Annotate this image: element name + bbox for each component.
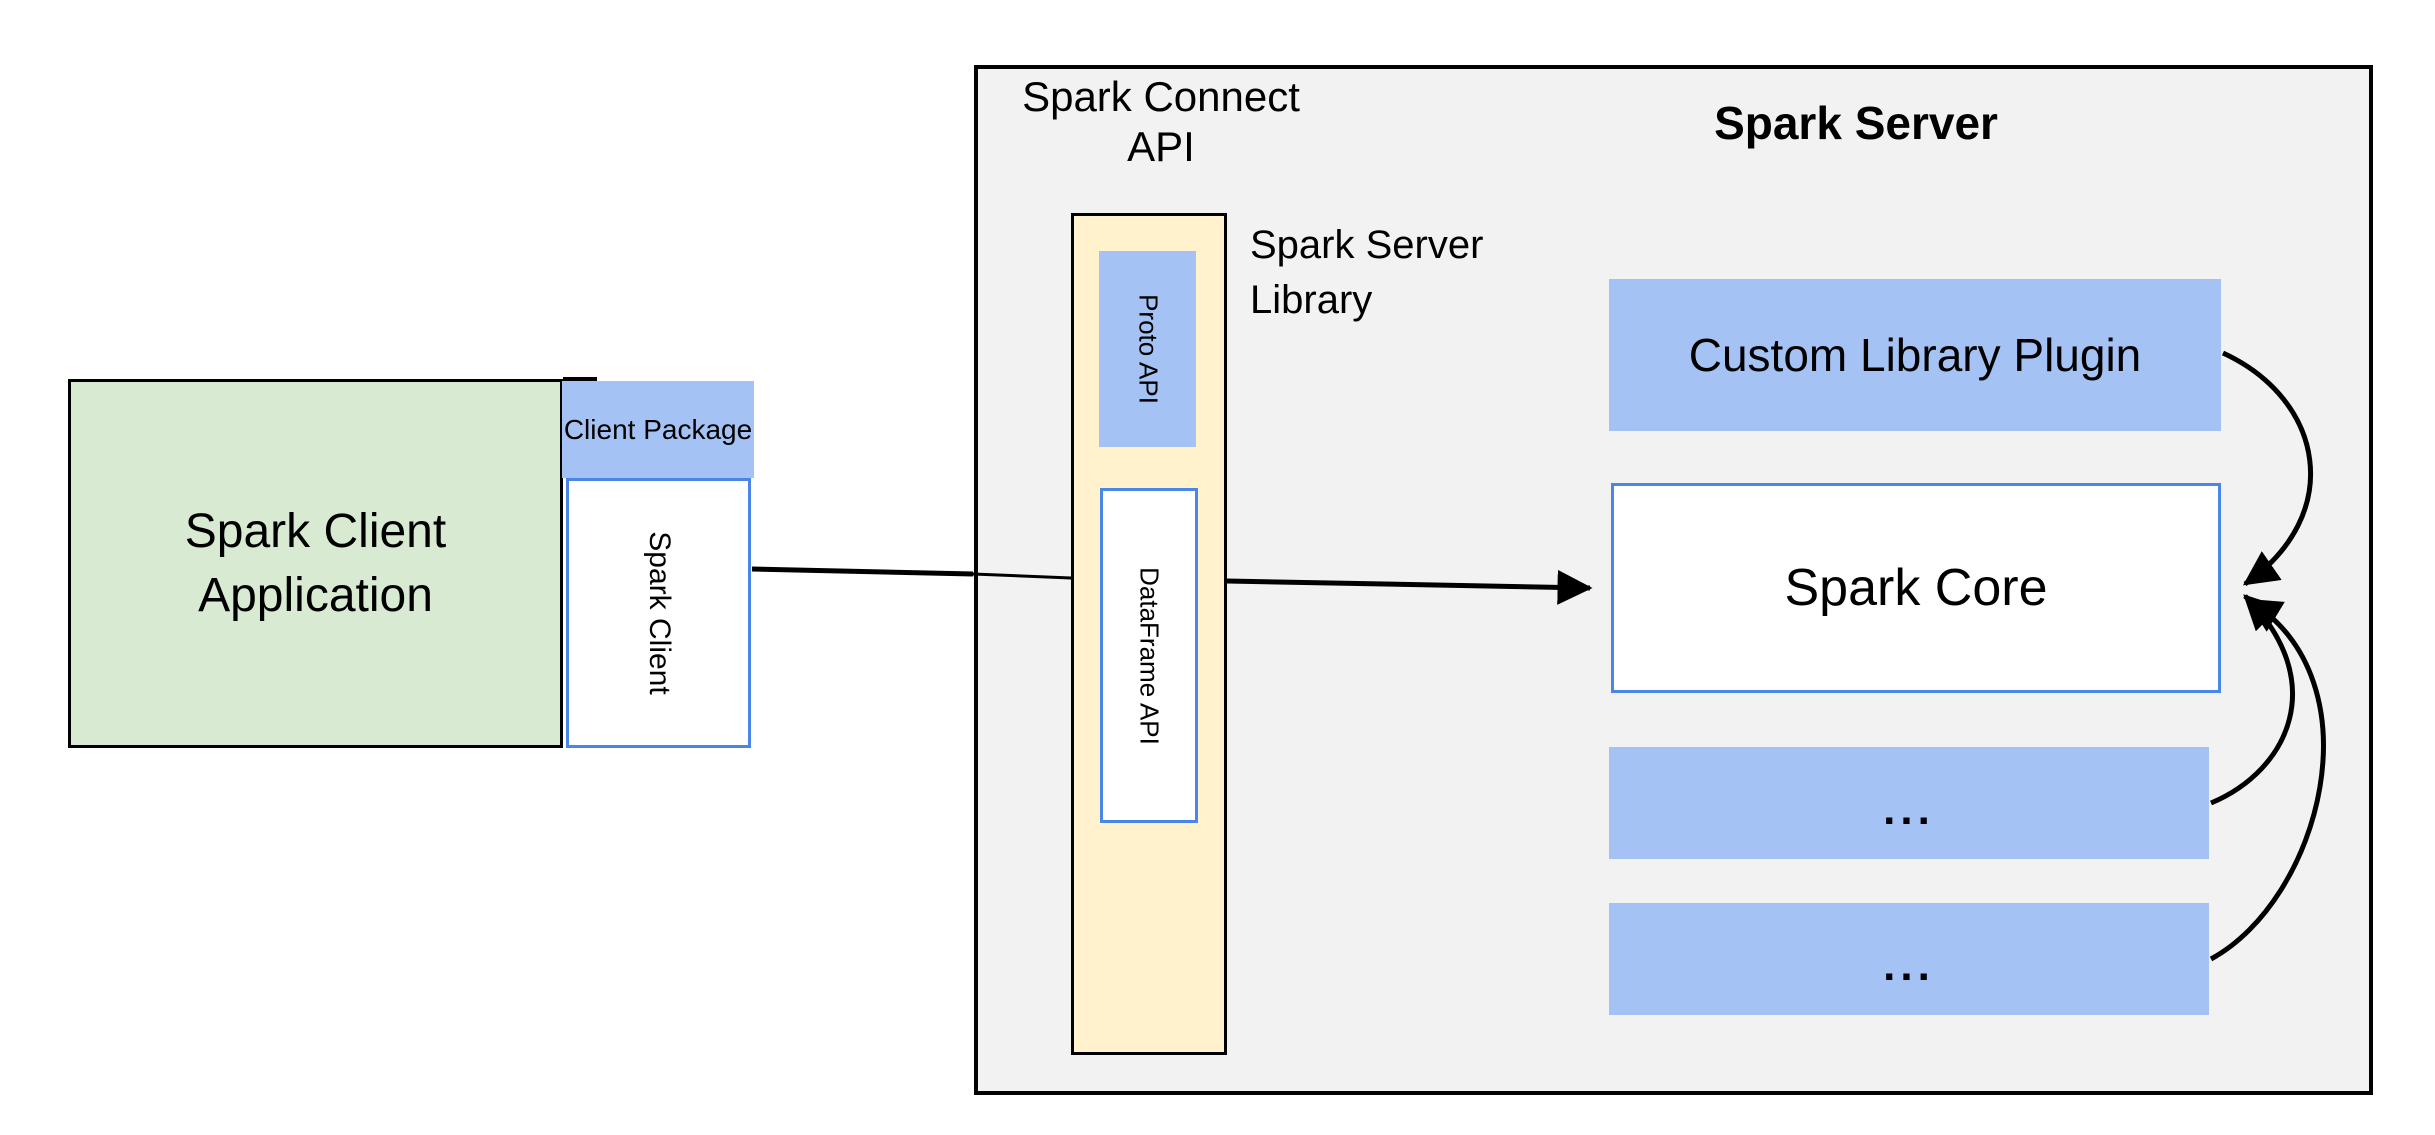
spark-server-library-label: Spark Server Library (1250, 218, 1550, 328)
custom-library-plugin-label: Custom Library Plugin (1688, 329, 2142, 381)
spark-client-box: Spark Client (566, 478, 751, 748)
ellipsis-label-1: ... (1883, 785, 1935, 834)
spark-core-box: Spark Core (1611, 483, 2221, 693)
spark-core-label: Spark Core (1784, 559, 2048, 617)
spark-server-title-text: Spark Server (1714, 97, 1998, 149)
client-package-box: Client Package (562, 381, 754, 478)
spark-connect-api-text: Spark Connect API (1022, 73, 1300, 170)
dataframe-api-label: DataFrame API (1134, 566, 1165, 745)
spark-client-label-wrap: Spark Client (569, 481, 748, 745)
custom-library-plugin-box: Custom Library Plugin (1609, 279, 2221, 431)
proto-api-label-wrap: Proto API (1099, 251, 1196, 447)
spark-server-library-text: Spark Server Library (1250, 223, 1484, 323)
ellipsis-box-1: ... (1609, 747, 2209, 859)
dataframe-api-label-wrap: DataFrame API (1103, 491, 1195, 820)
arrow-client-to-server (751, 566, 974, 577)
spark-connect-api-label: Spark Connect API (1008, 72, 1314, 171)
proto-api-box: Proto API (1099, 251, 1196, 447)
spark-client-application-box: Spark Client Application (68, 379, 563, 748)
spark-client-application-label: Spark Client Application (184, 505, 447, 622)
proto-api-label: Proto API (1133, 294, 1163, 404)
client-package-label: Client Package (563, 413, 753, 445)
spark-server-title: Spark Server (1656, 96, 2056, 150)
dataframe-api-box: DataFrame API (1100, 488, 1198, 823)
ellipsis-box-2: ... (1609, 903, 2209, 1015)
ellipsis-label-2: ... (1883, 941, 1935, 990)
spark-client-label: Spark Client (642, 531, 676, 695)
